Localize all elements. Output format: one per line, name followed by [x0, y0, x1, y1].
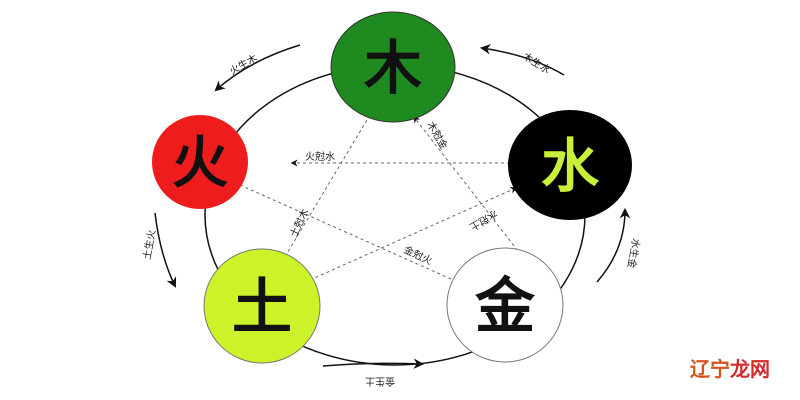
label-control-metal-fire: 金尅火 — [402, 243, 435, 267]
control-line-metal-wood — [413, 115, 526, 261]
wood-char: 木 — [364, 34, 422, 102]
element-fire: 火 — [152, 115, 248, 209]
label-generating-bottom: 金生土 — [365, 375, 395, 388]
arrow-top-right — [479, 44, 565, 76]
label-control-fire-water: 火尅水 — [305, 151, 335, 163]
watermark: 辽宁龙网 — [690, 353, 770, 382]
water-char: 水 — [541, 132, 600, 200]
arrow-bottom — [322, 358, 425, 369]
arrow-right — [596, 207, 631, 283]
control-line-earth-water — [309, 187, 518, 281]
metal-char: 金 — [475, 272, 536, 342]
label-generating-left: 土生火 — [140, 229, 158, 261]
element-wood: 木 — [330, 11, 456, 123]
watermark-text-b: 龙网 — [730, 357, 770, 381]
label-control-water-earth: 水尅土 — [468, 207, 500, 233]
element-metal: 金 — [446, 247, 564, 363]
element-water: 水 — [508, 110, 632, 220]
earth-char: 土 — [232, 273, 292, 343]
fire-char: 火 — [172, 130, 228, 196]
label-generating-right: 水生金 — [625, 237, 643, 269]
control-line-fire-metal — [239, 184, 462, 284]
element-earth: 土 — [203, 248, 321, 364]
arrow-left — [154, 212, 177, 288]
watermark-text-a: 辽宁 — [690, 357, 730, 381]
arrow-top-left — [214, 44, 301, 92]
control-line-wood-earth — [282, 114, 371, 262]
label-generating-top-right: 木生水 — [520, 50, 552, 77]
label-generating-top-left: 火生木 — [227, 51, 259, 77]
label-control-earth-wood: 土尅木 — [287, 207, 311, 240]
